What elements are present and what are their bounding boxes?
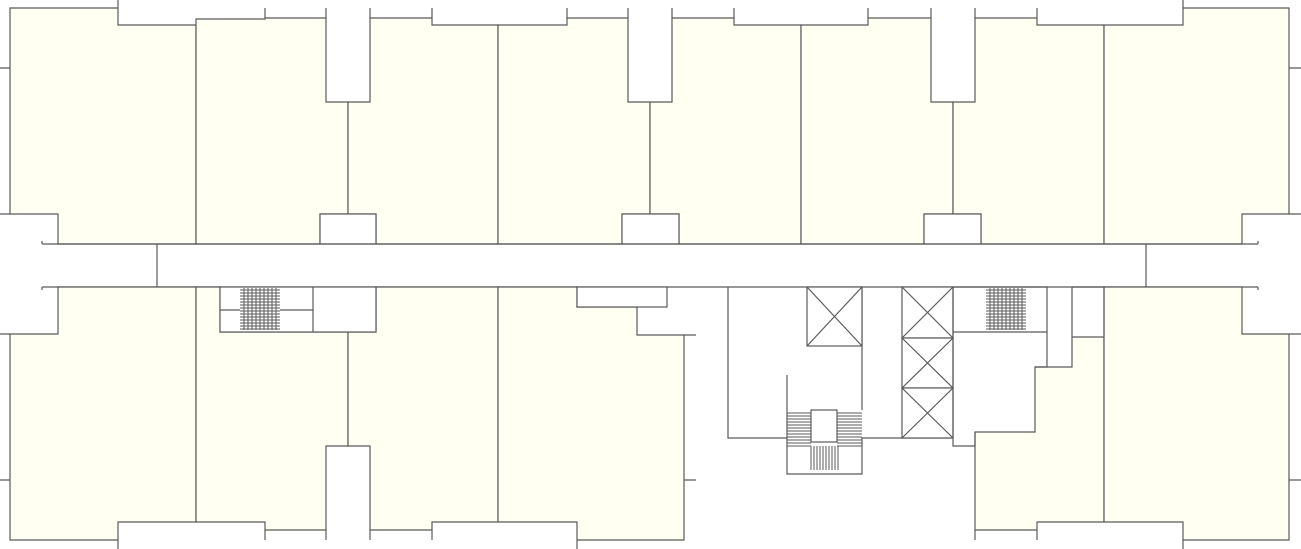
stair-treads-west [240, 288, 280, 330]
service-niche-south [576, 286, 668, 308]
room-north-2 [195, 17, 349, 245]
stair-central [787, 409, 862, 470]
stairwell-west [219, 286, 377, 333]
central-corridor [41, 241, 1259, 290]
room-north-3 [347, 17, 499, 245]
room-north-6 [800, 17, 954, 245]
stair-treads-east [986, 288, 1026, 330]
service-niche-north-1 [319, 213, 377, 245]
stairwell-east [952, 286, 1105, 447]
service-niche-north-3 [923, 213, 982, 245]
room-north-8 [1103, 7, 1290, 245]
room-north-4 [497, 17, 651, 245]
south-wing [0, 286, 1301, 549]
service-core [727, 286, 954, 475]
north-wing [0, 0, 1301, 245]
room-south-6 [1103, 286, 1290, 541]
room-south-4 [497, 286, 685, 541]
room-north-1 [9, 7, 197, 245]
room-north-5 [649, 17, 802, 245]
service-niche-north-2 [621, 213, 680, 245]
room-south-1 [9, 286, 197, 541]
room-north-7 [952, 17, 1105, 245]
room-south-5 [974, 336, 1105, 531]
